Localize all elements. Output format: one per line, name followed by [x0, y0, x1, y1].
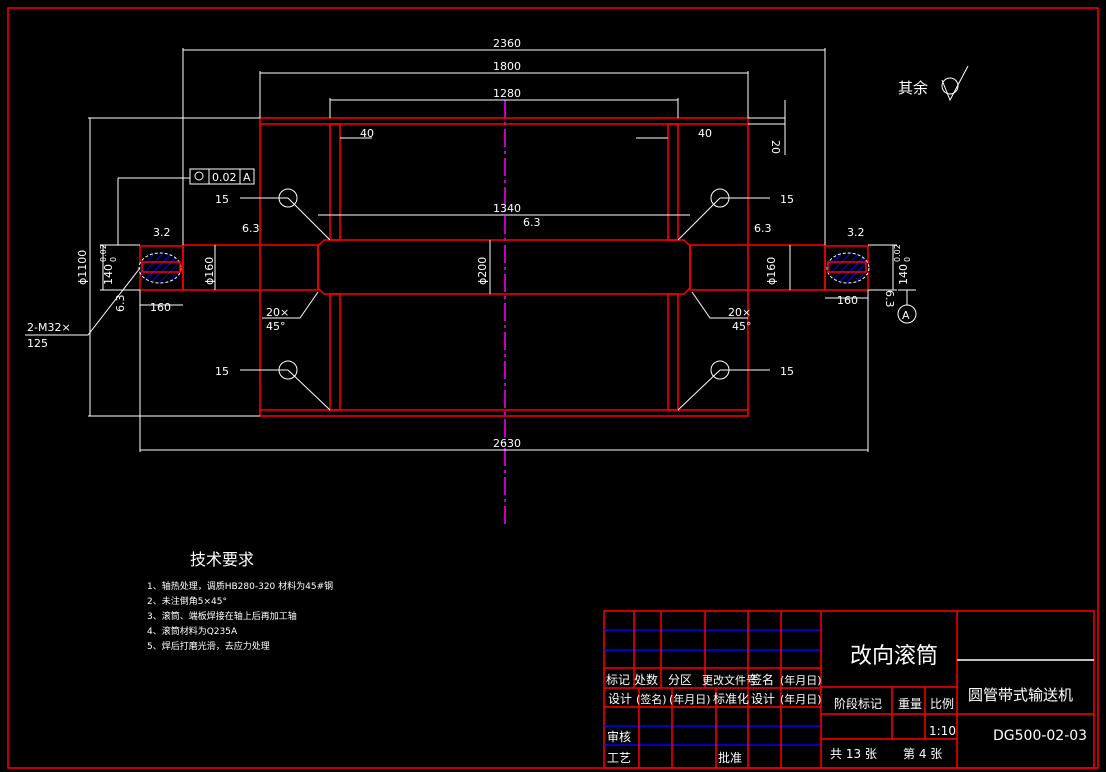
svg-text:3、滚筒、端板焊接在轴上后再加工轴: 3、滚筒、端板焊接在轴上后再加工轴	[147, 610, 297, 622]
svg-text:0.02: 0.02	[99, 244, 108, 262]
svg-text:设计: 设计	[751, 692, 775, 706]
svg-text:6.3: 6.3	[883, 290, 896, 308]
svg-text:45°: 45°	[266, 320, 286, 333]
tech-title: 技术要求	[190, 550, 254, 569]
drawing-name: 改向滚筒	[850, 644, 938, 669]
svg-text:45°: 45°	[732, 320, 752, 333]
dimension-lines	[25, 48, 969, 452]
dim-shell: 1800	[493, 60, 521, 73]
svg-text:5、焊后打磨光滑，去应力处理: 5、焊后打磨光滑，去应力处理	[147, 640, 270, 652]
dim-end-tol-right: 140	[897, 264, 910, 285]
svg-text:(年月日): (年月日)	[669, 692, 711, 706]
svg-text:(签名): (签名)	[636, 692, 667, 706]
weld-bl: 15	[215, 365, 229, 378]
surface-note: 其余	[898, 79, 928, 97]
svg-text:20×: 20×	[266, 306, 289, 319]
datum-label: A	[902, 309, 910, 322]
svg-text:标记: 标记	[606, 673, 630, 687]
dim-hub: 1340	[493, 202, 521, 215]
svg-text:3.2: 3.2	[153, 226, 171, 239]
drawing-border	[7, 7, 1099, 769]
dim-plate-right: 40	[698, 127, 712, 140]
svg-text:签名: 签名	[750, 672, 774, 687]
dim-plates: 1280	[493, 87, 521, 100]
thread-spec: 2-M32×	[27, 321, 71, 334]
weld-br: 15	[780, 365, 794, 378]
svg-text:6.3: 6.3	[114, 295, 127, 313]
svg-text:2、未注倒角5×45°: 2、未注倒角5×45°	[147, 595, 227, 607]
svg-text:0: 0	[903, 257, 912, 262]
weld-tl: 15	[215, 193, 229, 206]
svg-text:1、轴热处理，调质HB280-320 材料为45#钢: 1、轴热处理，调质HB280-320 材料为45#钢	[147, 580, 333, 592]
dim-end-right: 160	[837, 294, 858, 307]
svg-text:阶段标记: 阶段标记	[834, 696, 882, 711]
drum-body	[138, 117, 870, 417]
svg-text:更改文件号: 更改文件号	[702, 673, 757, 687]
svg-text:20×: 20×	[728, 306, 751, 319]
svg-text:6.3: 6.3	[754, 222, 772, 235]
svg-text:重量: 重量	[898, 697, 922, 711]
svg-text:0: 0	[109, 257, 118, 262]
dim-end-left: 160	[150, 301, 171, 314]
svg-text:0.02: 0.02	[893, 244, 902, 262]
circularity-icon	[194, 171, 204, 181]
svg-text:0.02: 0.02	[212, 171, 237, 184]
dim-diam-shaft-left: ϕ160	[203, 257, 216, 285]
svg-text:比例: 比例	[930, 697, 954, 711]
svg-text:6.3: 6.3	[242, 222, 260, 235]
dim-diam-shell: ϕ1100	[76, 250, 89, 285]
svg-text:(年月日): (年月日)	[780, 692, 822, 706]
svg-text:共 13 张: 共 13 张	[830, 747, 877, 761]
title-block: 标记处数分区更改文件号签名(年月日) 设计(签名)(年月日)标准化设计(年月日)…	[603, 610, 1095, 769]
svg-text:A: A	[243, 171, 251, 184]
tolerance-frame: 0.02 A	[189, 168, 255, 185]
svg-text:审核: 审核	[607, 729, 631, 744]
dim-total: 2630	[493, 437, 521, 450]
svg-text:3.2: 3.2	[847, 226, 865, 239]
dim-diam-shaft-right: ϕ160	[765, 257, 778, 285]
svg-text:4、滚筒材料为Q235A: 4、滚筒材料为Q235A	[147, 625, 238, 637]
svg-text:标准化: 标准化	[713, 692, 749, 706]
dim-shell-thk: 20	[769, 140, 782, 154]
svg-text:6.3: 6.3	[523, 216, 541, 229]
dim-plate-left: 40	[360, 127, 374, 140]
dim-overall: 2360	[493, 37, 521, 50]
scale-value: 1:10	[929, 724, 956, 738]
drawing-code: DG500-02-03	[993, 728, 1087, 744]
product-name: 圆管带式输送机	[968, 686, 1073, 704]
svg-text:分区: 分区	[668, 673, 692, 687]
svg-text:125: 125	[27, 337, 48, 350]
tech-requirements: 技术要求 1、轴热处理，调质HB280-320 材料为45#钢 2、未注倒角5×…	[147, 550, 333, 652]
svg-text:批准: 批准	[718, 750, 742, 765]
svg-text:(年月日): (年月日)	[780, 673, 822, 687]
weld-tr: 15	[780, 193, 794, 206]
svg-text:第 4 张: 第 4 张	[903, 747, 942, 761]
svg-text:处数: 处数	[634, 672, 658, 687]
svg-text:工艺: 工艺	[607, 751, 631, 765]
svg-text:设计: 设计	[608, 692, 632, 706]
dim-end-tol-left: 140	[102, 264, 115, 285]
dim-diam-hub: ϕ200	[476, 257, 489, 285]
